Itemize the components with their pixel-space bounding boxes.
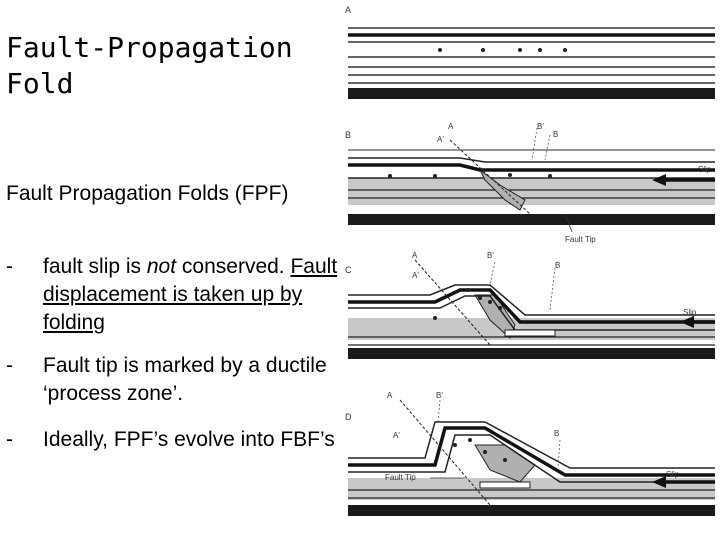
bullet-underlined-text: Fault displacement is taken up by foldin… [43, 255, 338, 334]
point-label-b-prime: B' [537, 122, 544, 131]
subheading: Fault Propagation Folds (FPF) [6, 182, 289, 205]
bullet-dash: - [6, 255, 13, 278]
panel-label-c: C [345, 265, 352, 275]
panel-c-strata [348, 259, 715, 359]
slip-label: Slip [683, 308, 697, 317]
point-label-b: B [553, 130, 558, 139]
bullet-emphasis: not [146, 255, 177, 278]
panel-label-d: D [345, 412, 352, 422]
point-label-b: B [555, 261, 560, 270]
point-label-a-prime: A' [412, 271, 419, 280]
panel-a-strata [348, 27, 715, 99]
bullet-text-part: conserved. [176, 255, 285, 278]
panel-label-b: B [345, 130, 351, 140]
panel-d-strata [348, 399, 715, 516]
fault-tip-label: Fault Tip [385, 473, 416, 482]
panel-label-a: A [345, 5, 351, 15]
bullet-text-part: fault slip is [43, 255, 147, 278]
bullet-item: - Ideally, FPF’s evolve into FBF’s [6, 426, 351, 482]
fold-diagram: A B A A' B' B [345, 5, 715, 516]
point-label-a: A [412, 251, 418, 260]
point-label-a-prime: A' [437, 135, 444, 144]
point-label-a: A [387, 391, 393, 400]
bullet-dash: - [6, 428, 13, 451]
point-label-a: A [448, 122, 454, 131]
bullet-item: - Fault tip is marked by a ductile ‘proc… [6, 352, 351, 408]
point-label-a-prime: A' [393, 431, 400, 440]
bullet-text: fault slip is not conserved. Fault displ… [43, 253, 353, 337]
bullet-dash: - [6, 354, 13, 377]
slip-label: Slip [698, 165, 712, 174]
point-label-b-prime: B' [436, 391, 443, 400]
bullet-text: Ideally, FPF’s evolve into FBF’s [43, 428, 335, 451]
fault-tip-label: Fault Tip [565, 235, 596, 244]
slide-title: Fault-Propagation Fold [6, 31, 293, 100]
point-label-b-prime: B' [487, 251, 494, 260]
slip-label: Slip [666, 470, 680, 479]
bullet-text: Fault tip is marked by a ductile ‘proces… [43, 354, 327, 405]
point-label-b: B [554, 429, 559, 438]
panel-b-strata [348, 127, 715, 233]
bullet-item: - fault slip is not conserved. Fault dis… [6, 253, 351, 337]
